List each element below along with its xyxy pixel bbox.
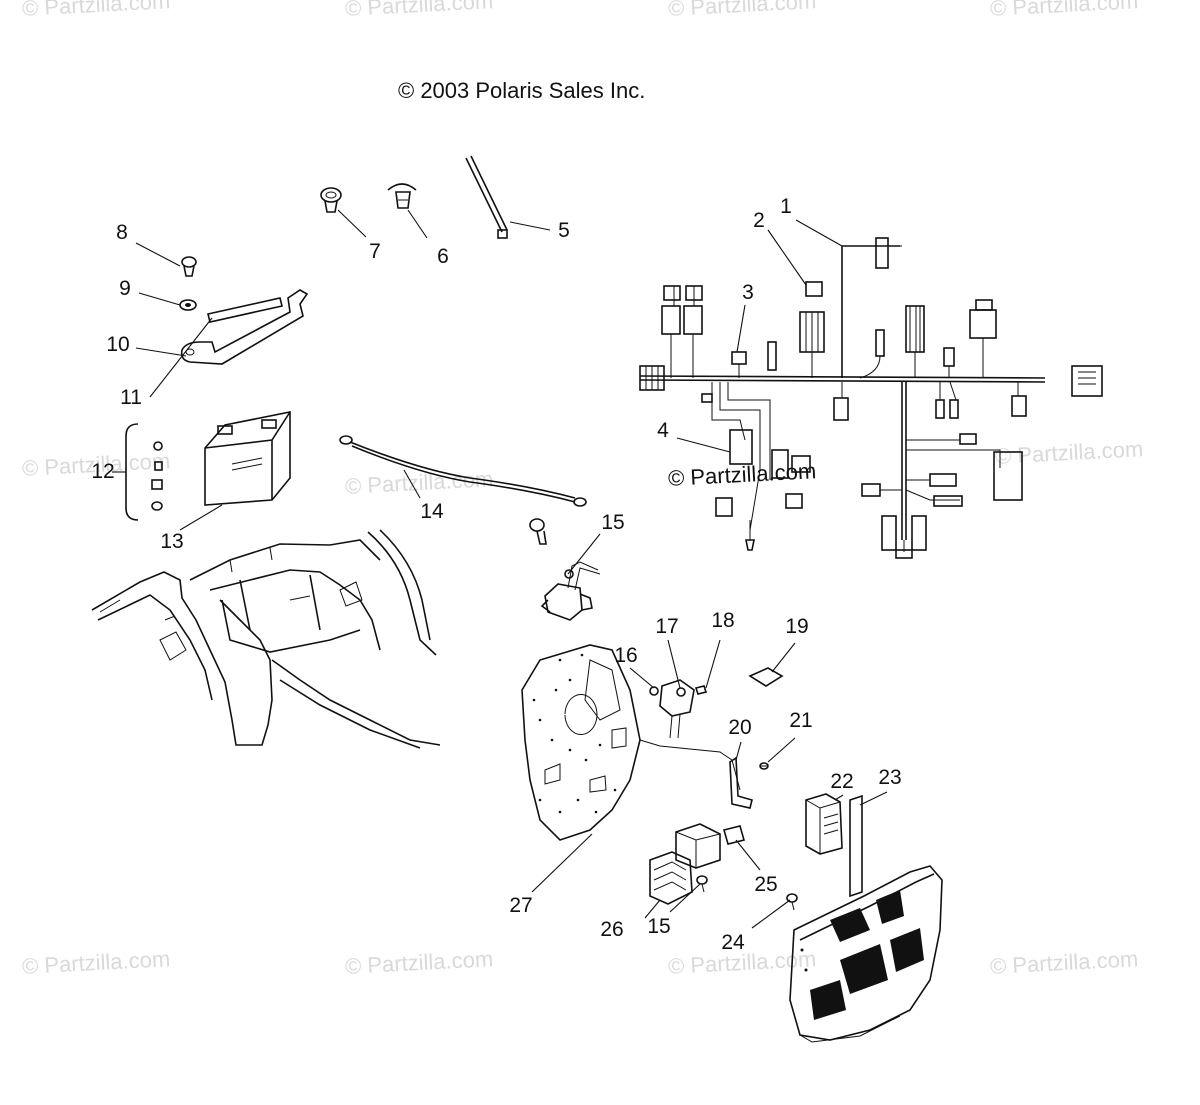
callout-24[interactable]: 24: [721, 931, 745, 954]
part-13-battery: [204, 411, 291, 506]
callout-17[interactable]: 17: [655, 615, 679, 638]
callout-9[interactable]: 9: [119, 277, 131, 300]
callout-21[interactable]: 21: [789, 709, 813, 732]
part-6-clip: [387, 183, 417, 209]
chassis-frame: [91, 529, 441, 749]
callout-16[interactable]: 16: [614, 644, 638, 667]
part-1-wiring-harness: [639, 237, 1103, 559]
callout-15-solenoid[interactable]: 15: [601, 511, 625, 534]
callout-25[interactable]: 25: [754, 873, 778, 896]
callout-7[interactable]: 7: [369, 240, 381, 263]
callout-1[interactable]: 1: [780, 195, 792, 218]
part-25-module: [675, 823, 745, 869]
part-12-hardware-kit: [125, 423, 163, 521]
part-14-battery-cable: [339, 435, 587, 507]
part-24-screw: [786, 893, 798, 911]
leader-lines: [112, 209, 888, 929]
part-5-cable-tie: [465, 155, 508, 239]
part-15-screw-lower: [696, 875, 708, 893]
electrical-box-cover: [789, 865, 943, 1043]
part-22-cdi-box: [805, 793, 843, 855]
part-8-push-rivet: [181, 256, 197, 277]
callout-4[interactable]: 4: [657, 419, 669, 442]
callout-2[interactable]: 2: [753, 209, 765, 232]
callout-23[interactable]: 23: [878, 766, 902, 789]
callout-5[interactable]: 5: [558, 219, 570, 242]
callout-3[interactable]: 3: [742, 281, 754, 304]
callout-11[interactable]: 11: [120, 386, 142, 409]
callout-22[interactable]: 22: [830, 770, 854, 793]
part-27-mounting-panel: [521, 644, 741, 841]
callout-8[interactable]: 8: [116, 221, 128, 244]
part-26-regulator: [649, 851, 693, 905]
callout-6[interactable]: 6: [437, 245, 449, 268]
part-15-starter-solenoid: [529, 518, 601, 621]
part-19-label: [748, 667, 784, 687]
callout-26[interactable]: 26: [600, 918, 624, 941]
part-11-pad: [207, 297, 283, 323]
part-16-18-relay: [649, 679, 708, 739]
callout-27[interactable]: 27: [509, 894, 533, 917]
part-23-strap: [849, 794, 863, 898]
part-21-screw: [759, 762, 769, 770]
callout-18[interactable]: 18: [711, 609, 735, 632]
callout-12[interactable]: 12: [91, 460, 115, 483]
part-10-battery-strap: [180, 289, 309, 365]
callout-10[interactable]: 10: [106, 333, 130, 356]
callout-13[interactable]: 13: [160, 530, 184, 553]
part-9-washer: [179, 299, 197, 311]
callout-15-lower[interactable]: 15: [647, 915, 671, 938]
callout-19[interactable]: 19: [785, 615, 809, 638]
callout-20[interactable]: 20: [728, 716, 752, 739]
part-7-grommet: [320, 187, 342, 213]
callout-14[interactable]: 14: [420, 500, 444, 523]
copyright-text: © 2003 Polaris Sales Inc.: [398, 78, 646, 103]
